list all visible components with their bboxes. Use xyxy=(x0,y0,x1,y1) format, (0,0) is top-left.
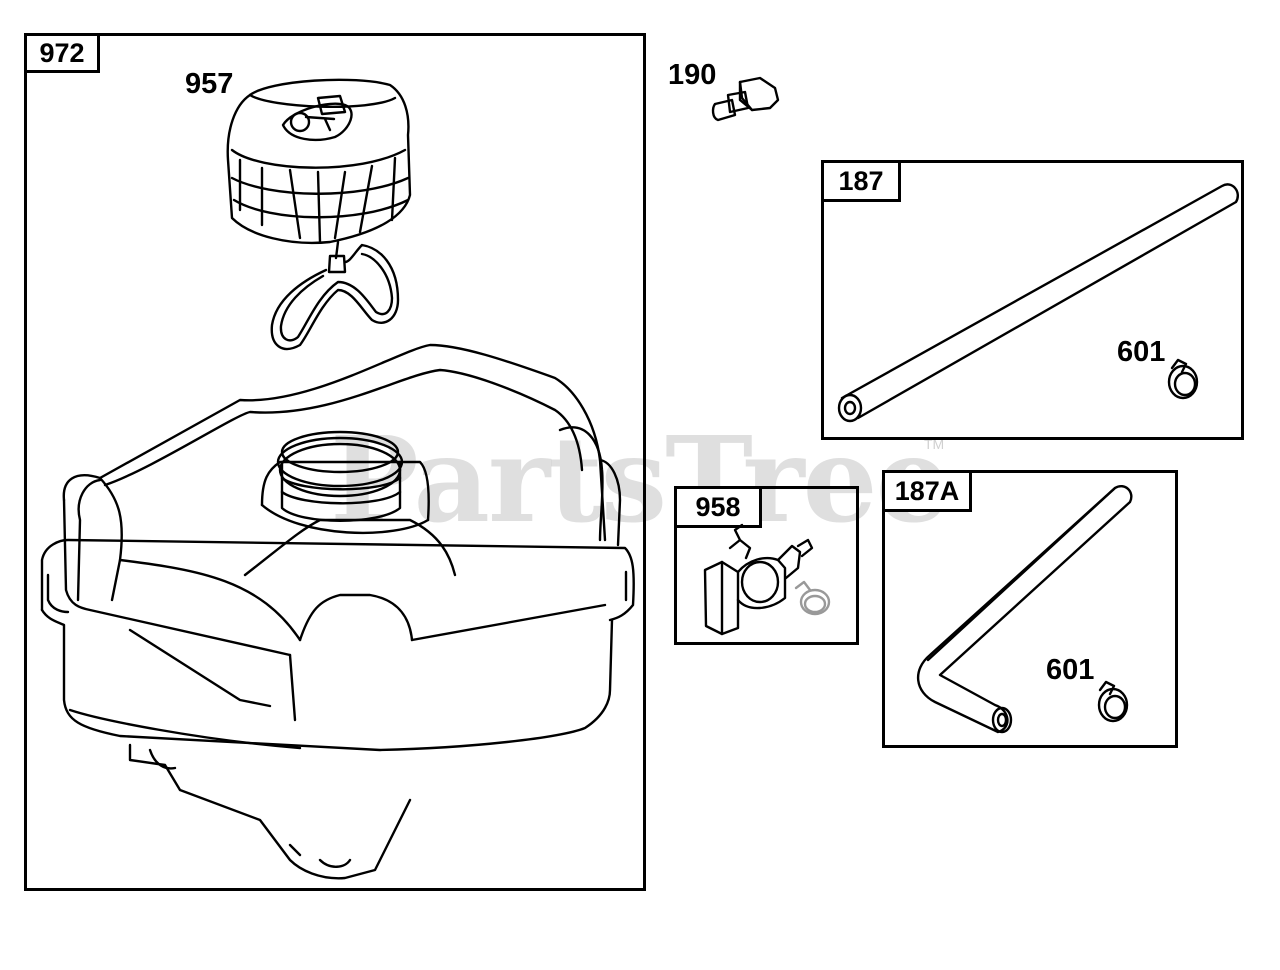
formed-fuel-line-label[interactable]: 187A xyxy=(882,470,972,512)
fuel-tank-assembly-label[interactable]: 972 xyxy=(24,33,100,73)
fuel-cap[interactable] xyxy=(226,78,412,245)
hose-clamp-callout-1[interactable]: 601 xyxy=(1117,336,1166,368)
watermark-trademark: TM xyxy=(924,436,945,452)
fuel-line-label[interactable]: 187 xyxy=(821,160,901,202)
hose-clamp-2[interactable] xyxy=(1097,680,1129,723)
formed-fuel-line[interactable] xyxy=(916,485,1133,734)
formed-fuel-line-box xyxy=(882,470,1178,748)
cap-tether xyxy=(270,240,400,351)
shutoff-valve-box xyxy=(674,486,859,645)
shutoff-valve[interactable] xyxy=(703,523,814,636)
fuel-line-box xyxy=(821,160,1244,440)
screw[interactable] xyxy=(711,76,780,122)
hose-clamp-1[interactable] xyxy=(1167,358,1199,400)
shutoff-valve-clamp xyxy=(794,580,831,616)
hose-clamp-callout-2[interactable]: 601 xyxy=(1046,654,1095,686)
fuel-tank-assembly-box xyxy=(24,33,646,891)
watermark: PartsTree xyxy=(330,410,951,549)
fuel-tank[interactable] xyxy=(40,343,635,880)
fuel-line-tube[interactable] xyxy=(837,183,1239,423)
screw-callout[interactable]: 190 xyxy=(668,59,717,91)
shutoff-valve-label[interactable]: 958 xyxy=(674,486,762,528)
fuel-cap-callout[interactable]: 957 xyxy=(185,68,234,100)
